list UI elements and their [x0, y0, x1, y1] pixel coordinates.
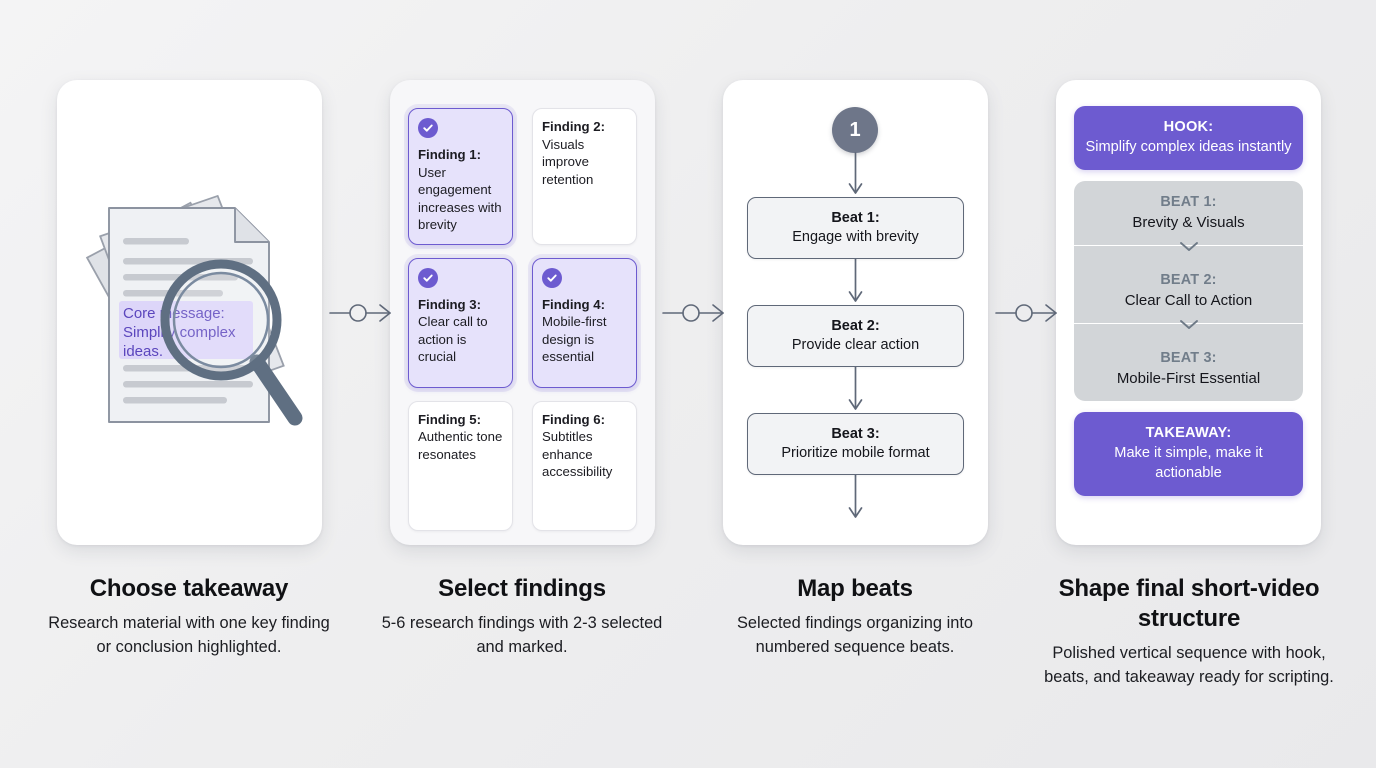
step-title: Map beats [797, 575, 913, 602]
panel-choose-takeaway[interactable]: Core message: Simplify complex ideas. [57, 80, 322, 545]
panel-final-structure[interactable]: HOOK: Simplify complex ideas instantly B… [1056, 80, 1321, 545]
step-title: Shape final short-video structure [1058, 575, 1320, 632]
caption-step-2: Select findings 5-6 research findings wi… [372, 574, 672, 659]
finding-body: Clear call to action is crucial [418, 314, 488, 364]
finding-card-3[interactable]: Finding 3: Clear call to action is cruci… [408, 257, 513, 388]
final-beat-text: Clear Call to Action [1124, 292, 1253, 309]
step-description: Selected findings organizing into number… [737, 614, 973, 656]
final-beat-row-2[interactable]: BEAT 2: Clear Call to Action [1074, 259, 1303, 323]
final-beat-caption: BEAT 1: [1160, 194, 1217, 210]
check-circle-icon [542, 267, 562, 288]
finding-card-4[interactable]: Finding 4: Mobile-first design is essent… [532, 257, 637, 388]
final-structure-stack: HOOK: Simplify complex ideas instantly B… [1074, 106, 1303, 496]
chevron-down-icon [1179, 242, 1198, 251]
takeaway-caption: TAKEAWAY: [1145, 425, 1232, 441]
step-title: Choose takeaway [89, 575, 289, 602]
findings-grid: Finding 1: User engagement increases wit… [408, 108, 637, 531]
connector-arrow-2 [662, 304, 724, 322]
beat-separator-1 [1074, 242, 1303, 259]
check-circle-icon [418, 267, 438, 288]
sequence-number-badge: 1 [832, 107, 878, 153]
beats-flow: 1 Beat 1: Engage with bre [723, 80, 988, 545]
beat-separator-2 [1074, 320, 1303, 337]
document-stack-icon: Core message: Simplify complex ideas. [85, 194, 303, 426]
finding-body: Mobile-first design is essential [542, 314, 607, 364]
final-beat-caption: BEAT 2: [1160, 272, 1217, 288]
step-description: 5-6 research findings with 2-3 selected … [381, 614, 663, 656]
beat-title: Beat 3: [831, 426, 880, 442]
final-beat-text: Mobile-First Essential [1116, 370, 1261, 387]
finding-body: Visuals improve retention [542, 136, 594, 187]
hook-text: Simplify complex ideas instantly [1085, 139, 1292, 155]
connector-arrow-3 [995, 304, 1057, 322]
hook-block[interactable]: HOOK: Simplify complex ideas instantly [1074, 106, 1303, 170]
final-beat-row-3[interactable]: BEAT 3: Mobile-First Essential [1074, 337, 1303, 401]
finding-title: Finding 5: [418, 411, 481, 427]
takeaway-block[interactable]: TAKEAWAY: Make it simple, make it action… [1074, 412, 1303, 496]
connector-arrow-1 [329, 304, 391, 322]
step-description: Polished vertical sequence with hook, be… [1044, 644, 1334, 686]
panels-row: Core message: Simplify complex ideas. F [57, 80, 1321, 545]
beat-box-2[interactable]: Beat 2: Provide clear action [747, 305, 964, 367]
beats-block: BEAT 1: Brevity & Visuals BEAT 2: Clear … [1074, 181, 1303, 401]
takeaway-text: Make it simple, make it actionable [1114, 445, 1263, 481]
panel-select-findings[interactable]: Finding 1: User engagement increases wit… [390, 80, 655, 545]
chevron-down-icon [1179, 320, 1198, 329]
beat-subtitle: Engage with brevity [792, 229, 919, 245]
final-beat-caption: BEAT 3: [1160, 350, 1217, 366]
check-circle-icon [418, 118, 438, 138]
finding-body: Authentic tone resonates [418, 429, 503, 462]
captions-row: Choose takeaway Research material with o… [0, 560, 1376, 768]
finding-title: Finding 6: [542, 411, 605, 427]
caption-step-1: Choose takeaway Research material with o… [39, 574, 339, 659]
caption-step-3: Map beats Selected findings organizing i… [705, 574, 1005, 659]
core-message-line-2: Simplify complex [123, 324, 236, 341]
core-message-line-3: ideas. [123, 343, 163, 360]
finding-title: Finding 4: [542, 296, 605, 312]
beat-box-3[interactable]: Beat 3: Prioritize mobile format [747, 413, 964, 475]
finding-title: Finding 3: [418, 296, 481, 312]
step-title: Select findings [438, 575, 606, 602]
step-description: Research material with one key finding o… [48, 614, 330, 656]
finding-card-6[interactable]: Finding 6: Subtitles enhance accessibili… [532, 400, 637, 531]
finding-title: Finding 2: [542, 119, 605, 134]
beat-title: Beat 2: [831, 318, 880, 334]
final-beat-row-1[interactable]: BEAT 1: Brevity & Visuals [1074, 181, 1303, 245]
hook-caption: HOOK: [1163, 119, 1214, 135]
finding-card-1[interactable]: Finding 1: User engagement increases wit… [408, 108, 513, 245]
caption-step-4: Shape final short-video structure Polish… [1038, 574, 1340, 689]
finding-title: Finding 1: [418, 147, 481, 162]
finding-card-5[interactable]: Finding 5: Authentic tone resonates [408, 400, 513, 531]
finding-body: Subtitles enhance accessibility [542, 429, 613, 479]
finding-card-2[interactable]: Finding 2: Visuals improve retention [532, 108, 637, 245]
panel-map-beats[interactable]: 1 Beat 1: Engage with bre [723, 80, 988, 545]
beat-box-1[interactable]: Beat 1: Engage with brevity [747, 197, 964, 259]
beat-subtitle: Provide clear action [791, 337, 920, 353]
final-beat-text: Brevity & Visuals [1132, 214, 1245, 231]
beat-title: Beat 1: [831, 210, 880, 226]
magnifier-icon [160, 259, 303, 426]
beat-subtitle: Prioritize mobile format [781, 445, 930, 461]
finding-body: User engagement increases with brevity [418, 164, 502, 233]
